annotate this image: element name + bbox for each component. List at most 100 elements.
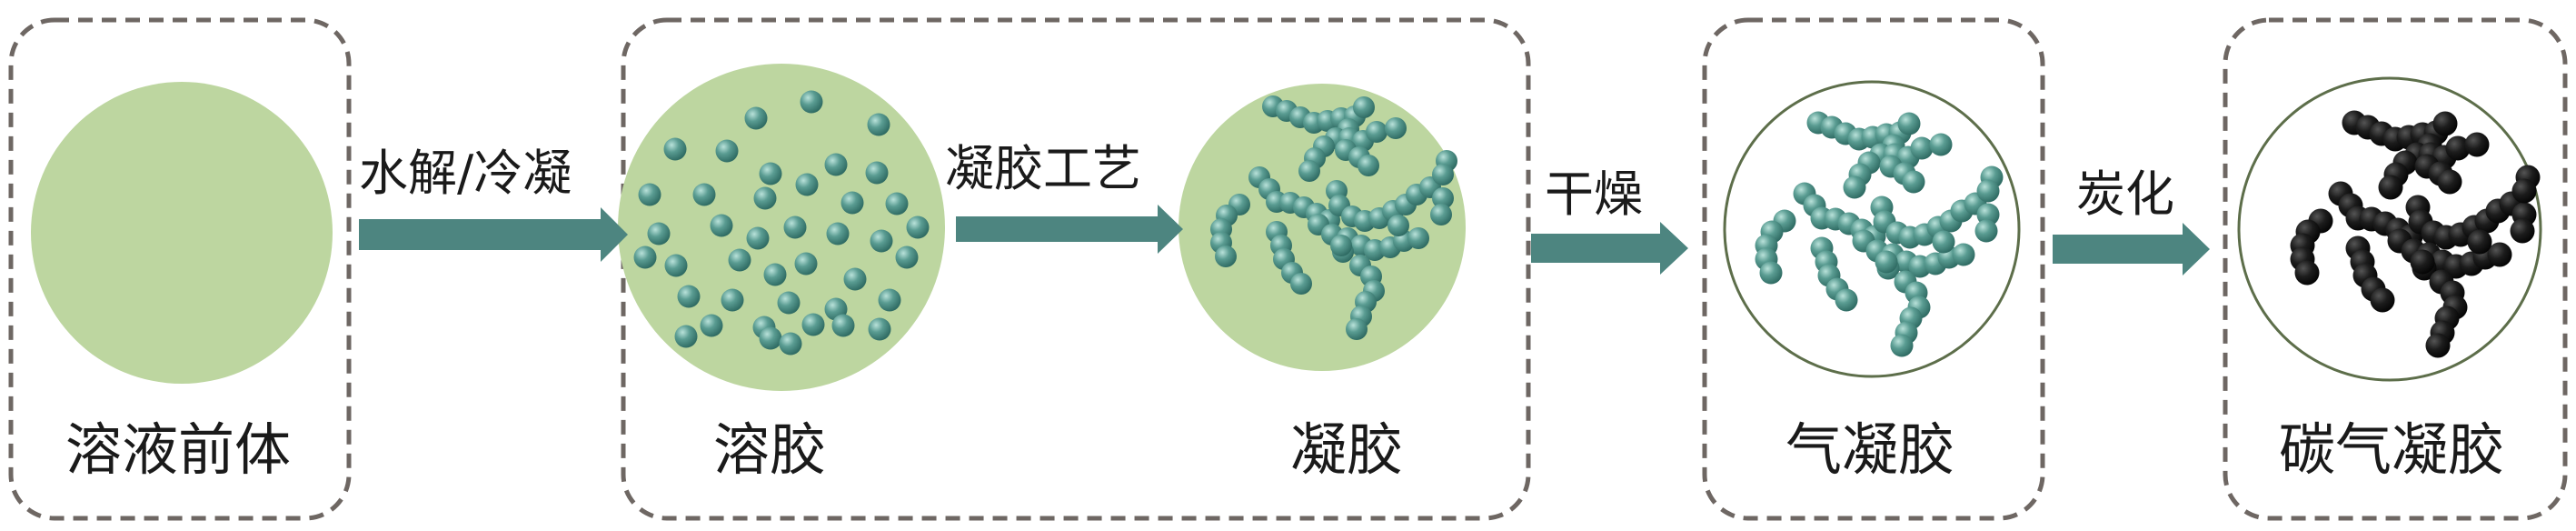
sol-particle bbox=[826, 222, 850, 245]
sol-particle bbox=[840, 191, 864, 215]
gel-particle bbox=[1432, 164, 1454, 185]
sol-particle bbox=[759, 326, 782, 350]
aerogel-particle bbox=[1875, 250, 1898, 274]
sol-particle bbox=[878, 288, 901, 312]
gel-network-particles bbox=[1210, 95, 1457, 340]
aerogel-particle bbox=[1759, 261, 1783, 285]
sol-particle bbox=[831, 314, 855, 337]
sol-particle bbox=[744, 106, 768, 130]
box-aerogel bbox=[1702, 17, 2045, 521]
gel-particle bbox=[1430, 204, 1452, 225]
arrow-label-carbonization: 炭化 bbox=[2076, 165, 2174, 223]
gel-particle bbox=[1385, 117, 1407, 139]
carbon-particle bbox=[2511, 178, 2537, 204]
gel-particle bbox=[1432, 187, 1454, 209]
gel-particle bbox=[1346, 318, 1368, 340]
carbon-aerogel-network-particles bbox=[2290, 110, 2541, 358]
box-carbon-aerogel bbox=[2223, 17, 2568, 521]
carbon-particle bbox=[2432, 111, 2458, 136]
sol-particle bbox=[867, 113, 890, 136]
sol-particle bbox=[779, 332, 802, 356]
sol-particle bbox=[728, 248, 751, 272]
aerogel-particle bbox=[1974, 219, 1998, 243]
sol-particle bbox=[801, 313, 825, 336]
aerogel-particle bbox=[1976, 179, 2000, 203]
sol-particle bbox=[710, 214, 733, 237]
carbon-particle bbox=[2464, 132, 2490, 157]
sol-particle bbox=[870, 229, 893, 253]
gel-particle bbox=[1353, 96, 1375, 118]
sol-particle bbox=[700, 314, 723, 337]
aerogel-particle bbox=[1897, 112, 1921, 135]
carbon-particle bbox=[2445, 135, 2471, 161]
carbon-particle bbox=[2425, 333, 2451, 358]
gel-particle bbox=[1407, 227, 1429, 249]
sol-particle bbox=[633, 245, 657, 269]
carbon-particle bbox=[2370, 287, 2395, 313]
sol-particle bbox=[865, 161, 889, 185]
arrow-label-gelation: 凝胶工艺 bbox=[945, 140, 1141, 197]
gel-particle bbox=[1366, 121, 1387, 143]
gel-particle bbox=[1387, 215, 1409, 236]
sol-particle bbox=[794, 252, 818, 276]
arrow-hydrolysis-icon bbox=[359, 207, 628, 262]
sol-particle bbox=[843, 267, 867, 291]
sol-particle bbox=[906, 215, 930, 239]
carbon-particle bbox=[2410, 249, 2435, 275]
aerogel-particle bbox=[1902, 170, 1925, 194]
sol-particle bbox=[763, 263, 787, 286]
sol-particle bbox=[674, 325, 698, 348]
carbon-particle bbox=[2510, 218, 2535, 244]
sol-particle bbox=[795, 173, 819, 196]
carbon-particle bbox=[2487, 242, 2512, 267]
sol-particle bbox=[715, 139, 739, 163]
arrow-label-hydrolysis: 水解/冷凝 bbox=[359, 145, 572, 202]
arrow-label-drying: 干燥 bbox=[1545, 165, 1643, 223]
carbon-particle bbox=[2294, 260, 2320, 286]
aerogel-particle bbox=[1835, 288, 1858, 312]
arrow-drying-icon bbox=[1531, 222, 1688, 275]
sol-particle bbox=[677, 285, 701, 308]
sol-particle bbox=[800, 90, 823, 114]
arrow-gelation-icon bbox=[956, 205, 1183, 254]
aerogel-particle bbox=[1910, 136, 1934, 160]
stage-label-precursor: 溶液前体 bbox=[65, 416, 292, 483]
sol-particles bbox=[633, 90, 930, 356]
gel-particle bbox=[1330, 235, 1352, 256]
sol-particle bbox=[746, 226, 770, 250]
sol-particle bbox=[824, 153, 848, 176]
arrow-carbonization-icon bbox=[2053, 223, 2210, 276]
sol-particle bbox=[663, 137, 687, 161]
gel-particle bbox=[1358, 155, 1379, 176]
gel-particle bbox=[1215, 245, 1237, 267]
sol-particle bbox=[895, 245, 919, 269]
sol-particle bbox=[783, 215, 807, 239]
sol-particle bbox=[647, 222, 671, 245]
sol-particle bbox=[638, 183, 661, 206]
box-precursor bbox=[8, 17, 352, 521]
stage-label-aerogel: 气凝胶 bbox=[1785, 416, 1955, 483]
stage-label-carbon-aerogel: 碳气凝胶 bbox=[2279, 416, 2505, 483]
sol-particle bbox=[753, 186, 777, 210]
precursor-solution-circle bbox=[31, 82, 333, 384]
carbon-particle bbox=[2437, 169, 2462, 195]
aerogel-particle bbox=[1952, 243, 1975, 266]
sol-particle bbox=[885, 192, 909, 215]
sol-particle bbox=[777, 291, 801, 315]
aerogel-particle bbox=[1929, 133, 1953, 156]
gel-particle bbox=[1298, 160, 1320, 182]
sol-particle bbox=[759, 162, 782, 185]
stage-label-gel: 凝胶 bbox=[1290, 416, 1404, 483]
sol-particle bbox=[664, 254, 688, 277]
stage-label-sol: 溶胶 bbox=[713, 416, 827, 483]
gel-particle bbox=[1290, 273, 1312, 295]
aerogel-particle bbox=[1890, 334, 1914, 357]
aerogel-particle bbox=[1932, 230, 1955, 254]
aerogel-particle bbox=[1843, 175, 1866, 199]
sol-particle bbox=[721, 288, 744, 312]
box-sol-gel bbox=[621, 17, 1531, 521]
sol-circle bbox=[618, 64, 945, 391]
carbon-particle bbox=[2467, 229, 2492, 255]
aerogel-network-particles bbox=[1755, 111, 2004, 357]
